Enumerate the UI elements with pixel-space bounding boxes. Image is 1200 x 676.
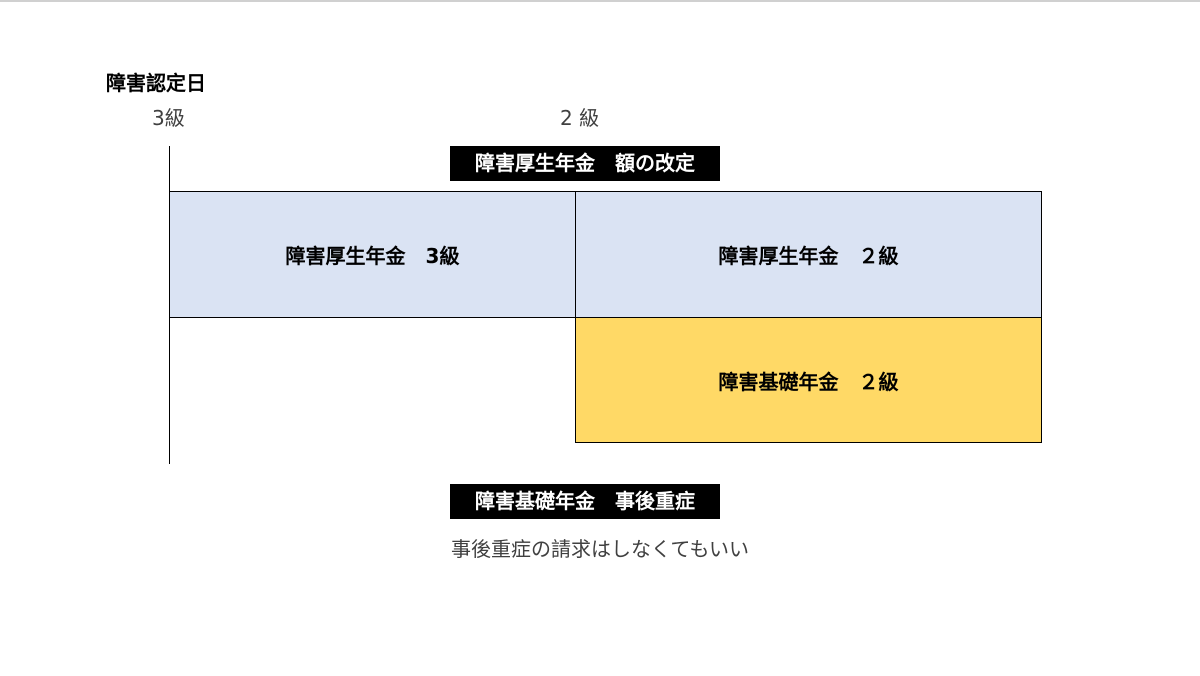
note-text: 事後重症の請求はしなくてもいい [451, 537, 749, 561]
grade-label-3: 3級 [152, 106, 185, 130]
tag-post-onset-severity: 障害基礎年金 事後重症 [450, 484, 720, 519]
grade-label-2: 2 級 [560, 106, 600, 130]
top-border [0, 0, 1200, 2]
tag-amount-revision: 障害厚生年金 額の改定 [450, 146, 720, 181]
box-basic-pension-grade2-label: 障害基礎年金 ２級 [718, 369, 899, 394]
box-welfare-pension-grade2: 障害厚生年金 ２級 [575, 191, 1042, 318]
diagram-title: 障害認定日 [106, 71, 206, 95]
box-welfare-pension-grade2-label: 障害厚生年金 ２級 [718, 244, 899, 268]
box-basic-pension-grade2: 障害基礎年金 ２級 [575, 317, 1042, 443]
box-welfare-pension-grade3: 障害厚生年金 3級 [169, 191, 576, 318]
box-welfare-pension-grade3-label: 障害厚生年金 3級 [285, 244, 460, 268]
